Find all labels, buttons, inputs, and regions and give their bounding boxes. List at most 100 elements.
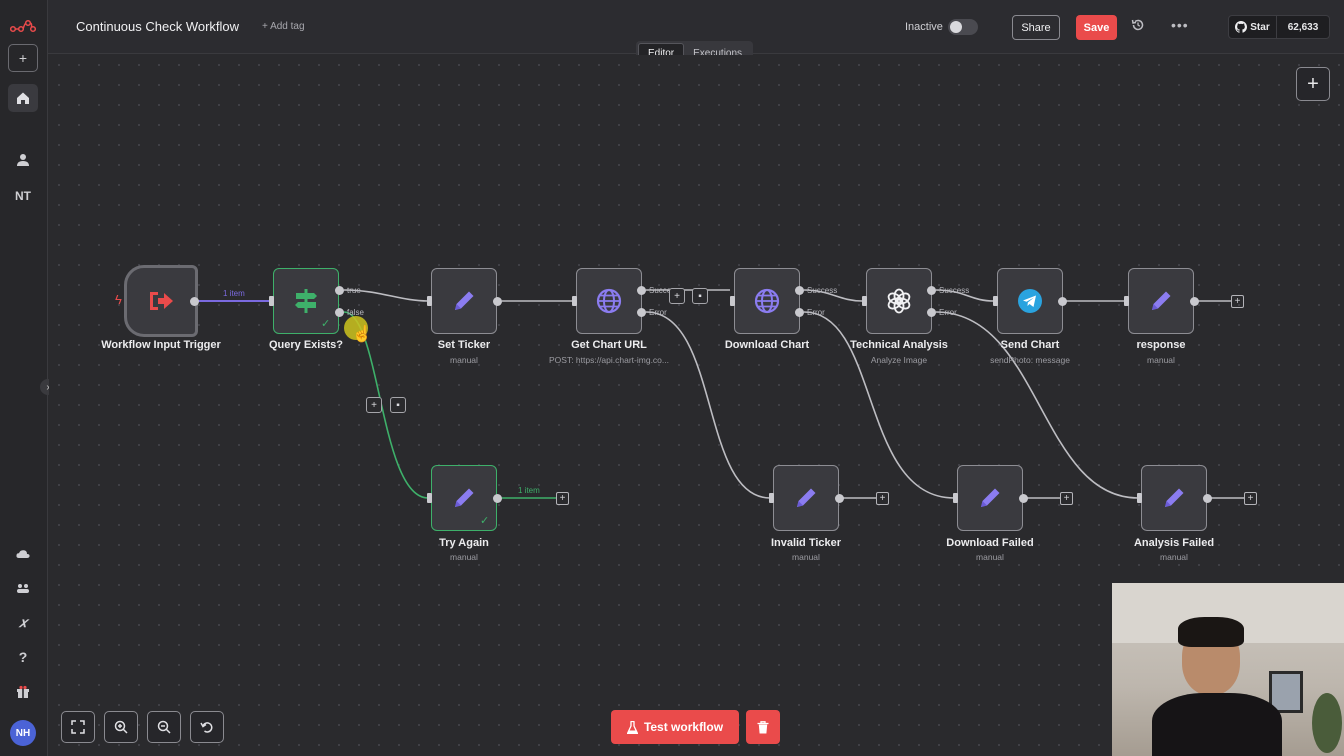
globe-icon [596,288,622,314]
add-node-button[interactable]: + [1296,67,1330,101]
add-next-node-icon[interactable]: + [1060,492,1073,505]
output-port-success[interactable] [795,286,804,295]
output-port[interactable] [1203,494,1212,503]
input-port[interactable] [572,296,577,306]
success-check-icon: ✓ [480,515,490,527]
node-subtitle: manual [792,552,820,562]
star-count: 62,633 [1287,21,1319,33]
pencil-icon [455,291,474,310]
node-title: Set Ticker [437,339,491,351]
reset-zoom-icon[interactable] [190,711,224,743]
project-nt[interactable]: NT [15,189,31,203]
output-port-error[interactable] [795,308,804,317]
pencil-icon [1165,488,1184,507]
add-next-node-icon[interactable]: + [1231,295,1244,308]
edge-label-trigger-items: 1 item [223,289,245,298]
zoom-in-icon[interactable] [104,711,138,743]
node-title: Technical Analysis [850,339,948,351]
node-get-chart-url[interactable] [576,268,642,334]
edge-delete-icon[interactable]: ▪ [692,288,708,304]
variables-icon[interactable]: 𝑥 [19,613,27,630]
webcam-overlay [1112,583,1344,756]
output-port[interactable] [493,494,502,503]
edge-add-node-icon[interactable]: + [669,288,685,304]
edge-add-node-icon[interactable]: + [366,397,382,413]
edge-delete-icon[interactable]: ▪ [390,397,406,413]
output-port-success[interactable] [927,286,936,295]
input-port[interactable] [862,296,867,306]
add-next-node-icon[interactable]: + [876,492,889,505]
n8n-logo-icon[interactable] [8,12,38,40]
input-port[interactable] [427,296,432,306]
input-port[interactable] [427,493,432,503]
clear-execution-button[interactable] [746,710,780,744]
node-response[interactable] [1128,268,1194,334]
gift-icon[interactable] [8,677,38,705]
more-options-icon[interactable]: ••• [1171,17,1189,33]
tab-executions[interactable]: Executions [693,47,743,59]
input-port[interactable] [993,296,998,306]
telegram-icon [1018,289,1042,313]
node-title: Invalid Ticker [770,537,842,549]
node-try-again[interactable] [431,465,497,531]
input-port[interactable] [1137,493,1142,503]
output-port-success[interactable] [637,286,646,295]
output-port[interactable] [1190,297,1199,306]
edge-label-false: false [347,308,364,317]
zoom-out-icon[interactable] [147,711,181,743]
trigger-bolt-icon: ϟ [115,292,122,307]
input-port[interactable] [953,493,958,503]
cursor-highlight [344,316,368,340]
node-title: Workflow Input Trigger [101,339,221,351]
node-set-ticker[interactable] [431,268,497,334]
node-download-failed[interactable] [957,465,1023,531]
input-port[interactable] [269,296,274,306]
node-send-chart[interactable] [997,268,1063,334]
output-port[interactable] [493,297,502,306]
add-next-node-icon[interactable]: + [556,492,569,505]
output-port-error[interactable] [927,308,936,317]
add-next-node-icon[interactable]: + [1244,492,1257,505]
output-port-true[interactable] [335,286,344,295]
output-port[interactable] [1019,494,1028,503]
share-button[interactable]: Share [1012,15,1060,40]
cloud-icon[interactable] [8,540,38,568]
edge-label-true: true [347,286,361,295]
output-port-false[interactable] [335,308,344,317]
team-icon[interactable] [8,574,38,602]
history-icon[interactable] [1131,18,1145,35]
node-invalid-ticker[interactable] [773,465,839,531]
node-workflow-input-trigger[interactable] [124,265,198,337]
webcam-presenter-hair [1178,617,1244,647]
output-port[interactable] [1058,297,1067,306]
add-tag-link[interactable]: + Add tag [262,21,305,32]
user-icon[interactable] [8,146,38,174]
hand-cursor-icon: ☝ [352,326,372,343]
avatar[interactable]: NH [10,720,36,746]
output-port-error[interactable] [637,308,646,317]
input-port[interactable] [1124,296,1129,306]
output-port[interactable] [835,494,844,503]
webcam-presenter-body [1152,693,1282,756]
help-icon[interactable]: ? [18,649,28,665]
save-button[interactable]: Save [1076,15,1117,40]
input-port[interactable] [730,296,735,306]
input-port[interactable] [769,493,774,503]
node-title: response [1136,339,1186,351]
home-icon[interactable] [8,84,38,112]
node-analysis-failed[interactable] [1141,465,1207,531]
zoom-to-fit-icon[interactable] [61,711,95,743]
edge-label-success: Success [939,286,970,295]
workflow-title[interactable]: Continuous Check Workflow [76,19,240,34]
node-title: Try Again [439,537,489,549]
add-icon[interactable]: + [8,44,38,72]
output-port[interactable] [190,297,199,306]
github-star-button[interactable]: Star 62,633 [1228,15,1330,39]
test-workflow-button[interactable]: Test workflow [611,710,739,744]
if-branch-icon [295,289,317,313]
active-toggle[interactable] [948,19,978,35]
node-technical-analysis[interactable] [866,268,932,334]
edge-label-error: Error [649,308,667,317]
node-download-chart[interactable] [734,268,800,334]
edge-label-error: Error [807,308,825,317]
